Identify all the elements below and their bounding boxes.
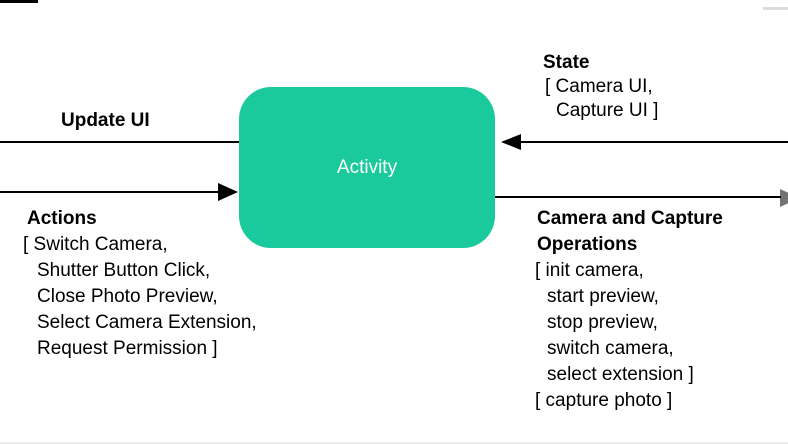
operations-item: start preview,	[547, 286, 659, 307]
operations-item: select extension ]	[547, 364, 694, 385]
operations-title-line1: Camera and Capture	[537, 208, 723, 229]
operations-item: switch camera,	[547, 338, 674, 359]
operations-item: [ capture photo ]	[535, 390, 673, 411]
actions-title: Actions	[27, 208, 97, 229]
state-title: State	[543, 52, 590, 73]
state-block: State [ Camera UI, Capture UI ]	[543, 51, 658, 123]
actions-item: Shutter Button Click,	[37, 260, 211, 281]
state-arrowhead-icon	[501, 134, 521, 150]
update-ui-arrow-line	[0, 141, 239, 143]
operations-block: Camera and Capture Operations [ init cam…	[535, 206, 723, 414]
actions-item: Request Permission ]	[37, 338, 218, 359]
operations-title-line2: Operations	[537, 234, 638, 255]
actions-block: Actions [ Switch Camera, Shutter Button …	[23, 206, 257, 362]
actions-item: Select Camera Extension,	[37, 312, 257, 333]
clipped-top-right-edge	[763, 7, 788, 10]
actions-arrow-line	[0, 191, 220, 193]
clipped-top-left-bar	[0, 0, 38, 3]
operations-arrowhead-icon	[780, 189, 788, 207]
actions-arrowhead-icon	[218, 183, 238, 201]
state-item: [ Camera UI,	[545, 76, 653, 97]
operations-item: [ init camera,	[535, 260, 644, 281]
state-arrow-line	[519, 141, 788, 143]
actions-item: [ Switch Camera,	[23, 234, 168, 255]
operations-item: stop preview,	[547, 312, 658, 333]
state-item: Capture UI ]	[556, 100, 659, 121]
operations-arrow-line	[495, 196, 781, 198]
clipped-bottom-edge	[0, 442, 788, 444]
activity-node-label: Activity	[336, 156, 398, 178]
actions-item: Close Photo Preview,	[37, 286, 218, 307]
update-ui-label: Update UI	[61, 110, 150, 131]
activity-node: Activity	[239, 87, 495, 248]
